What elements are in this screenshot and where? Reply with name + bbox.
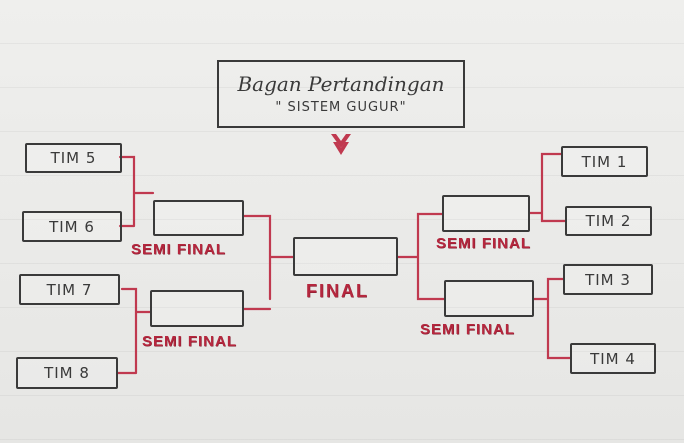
team-box-tim6: TIM 6 xyxy=(22,211,122,242)
semi-final-box-left-top xyxy=(153,200,244,236)
title-sub: " SISTEM GUGUR" xyxy=(275,100,407,115)
left-connector-bottom xyxy=(116,287,152,375)
right-connector-top xyxy=(528,152,567,223)
team-box-tim7: TIM 7 xyxy=(19,274,120,305)
team-box-tim8: TIM 8 xyxy=(16,357,118,389)
label-semi-final-left-bottom: SEMI FINAL xyxy=(142,333,237,350)
final-box xyxy=(293,237,398,276)
team-label: TIM 4 xyxy=(590,349,636,368)
title-main: Bagan Pertandingan xyxy=(237,72,445,96)
team-label: TIM 6 xyxy=(49,217,95,236)
team-box-tim2: TIM 2 xyxy=(565,206,652,236)
down-arrow-icon xyxy=(331,134,351,155)
team-label: TIM 8 xyxy=(44,364,90,382)
left-semi-to-final xyxy=(242,214,295,311)
label-semi-final-right-top: SEMI FINAL xyxy=(436,235,531,252)
left-connector-top xyxy=(118,155,155,228)
team-label: TIM 3 xyxy=(585,270,631,289)
team-label: TIM 7 xyxy=(46,280,93,299)
right-connector-bottom xyxy=(532,277,572,360)
title-box: Bagan Pertandingan " SISTEM GUGUR" xyxy=(217,60,465,128)
final-to-right-semis xyxy=(396,212,446,301)
team-box-tim4: TIM 4 xyxy=(570,343,656,374)
semi-final-box-right-top xyxy=(442,195,530,232)
team-box-tim1: TIM 1 xyxy=(561,146,648,177)
team-box-tim5: TIM 5 xyxy=(25,143,122,173)
semi-final-box-right-bottom xyxy=(444,280,534,317)
label-semi-final-left-top: SEMI FINAL xyxy=(131,241,226,258)
team-label: TIM 1 xyxy=(581,152,628,171)
team-label: TIM 5 xyxy=(50,149,97,167)
semi-final-box-left-bottom xyxy=(150,290,244,327)
team-label: TIM 2 xyxy=(585,212,632,230)
label-final: FINAL xyxy=(306,281,369,301)
team-box-tim3: TIM 3 xyxy=(563,264,653,295)
label-semi-final-right-bottom: SEMI FINAL xyxy=(420,321,515,338)
